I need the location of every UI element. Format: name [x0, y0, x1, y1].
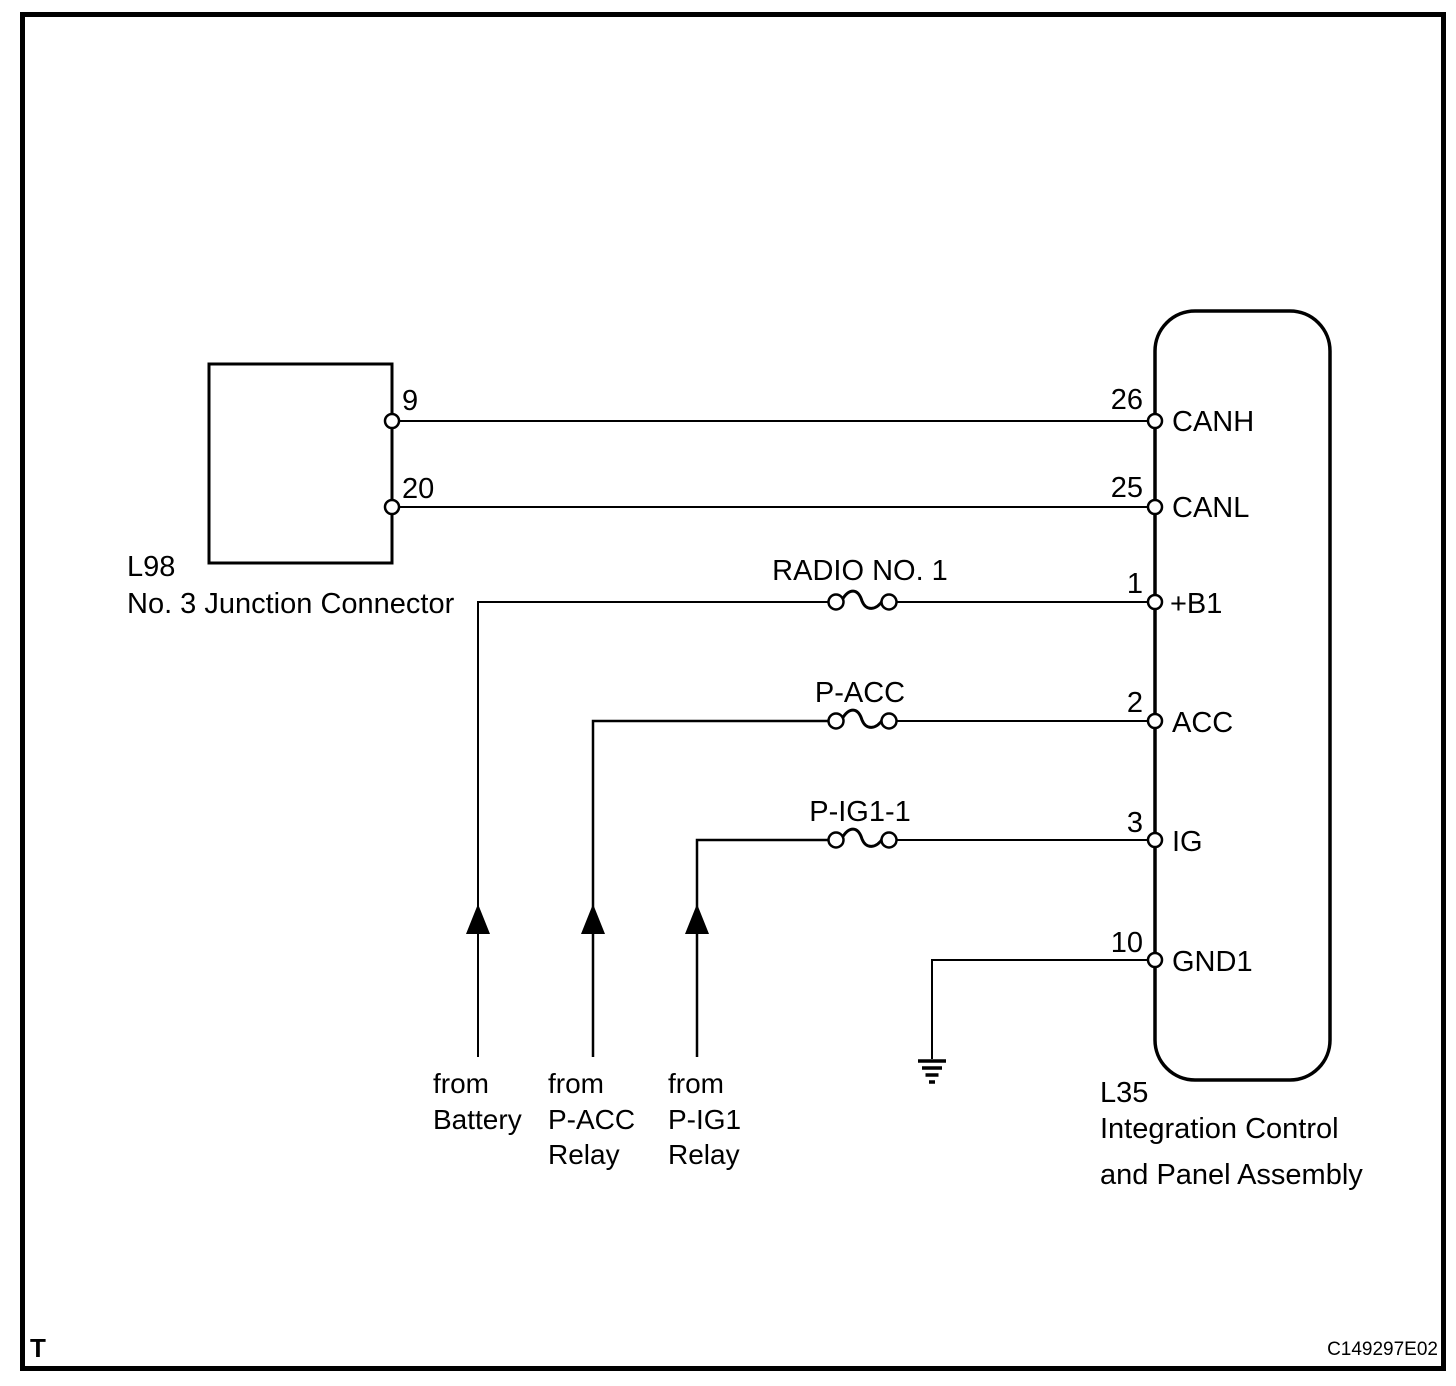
panel-pin-number-25: 25: [1111, 472, 1143, 504]
junction-pin-number-9: 9: [402, 385, 418, 417]
panel-pin-25-dot: [1146, 498, 1164, 516]
diagram-frame: [20, 12, 1446, 1371]
panel-pin-number-2: 2: [1127, 687, 1143, 719]
fuse-label-radio: RADIO NO. 1: [772, 555, 948, 587]
junction-pin-number-20: 20: [402, 473, 434, 505]
arrow-up-p-ig1-icon: [685, 904, 709, 934]
junction-pin-20-dot: [383, 498, 401, 516]
source-p-ig1-line2: P-IG1: [668, 1104, 741, 1135]
panel-pin-26-dot: [1146, 412, 1164, 430]
fuse-p-ig1-icon: [827, 827, 898, 849]
footer-marker: T: [30, 1333, 46, 1363]
source-p-acc-line3: Relay: [548, 1139, 620, 1170]
arrow-up-battery-icon: [466, 904, 490, 934]
source-p-ig1-line3: Relay: [668, 1139, 740, 1170]
wire-ig-left: [695, 838, 836, 1057]
junction-pin-9-dot: [383, 412, 401, 430]
panel-pin-2-dot: [1146, 712, 1164, 730]
wire-acc-left: [591, 719, 836, 1057]
integration-panel-name-line2: and Panel Assembly: [1100, 1159, 1363, 1191]
panel-pin-number-26: 26: [1111, 384, 1143, 416]
junction-connector-box: [207, 362, 394, 565]
fuse-label-p-ig1-1: P-IG1-1: [809, 796, 911, 828]
integration-panel-code: L35: [1100, 1077, 1148, 1109]
fuse-p-acc-icon: [827, 708, 898, 730]
junction-connector-name: No. 3 Junction Connector: [127, 588, 455, 620]
integration-panel-name-line1: Integration Control: [1100, 1113, 1339, 1145]
panel-pin-3-dot: [1146, 831, 1164, 849]
source-p-ig1-line1: from: [668, 1068, 724, 1099]
junction-connector-code: L98: [127, 551, 175, 583]
panel-pin-label-b1: +B1: [1170, 588, 1222, 620]
panel-pin-number-10: 10: [1111, 927, 1143, 959]
fuse-label-p-acc: P-ACC: [815, 677, 905, 709]
panel-pin-10-dot: [1146, 951, 1164, 969]
source-battery-line1: from: [433, 1068, 489, 1099]
panel-pin-1-dot: [1146, 593, 1164, 611]
panel-pin-number-3: 3: [1127, 807, 1143, 839]
ground-icon: [918, 1059, 946, 1084]
panel-pin-label-acc: ACC: [1172, 707, 1233, 739]
source-p-acc-line1: from: [548, 1068, 604, 1099]
arrow-up-p-acc-icon: [581, 904, 605, 934]
source-p-acc-line2: P-ACC: [548, 1104, 635, 1135]
panel-pin-label-gnd1: GND1: [1172, 946, 1253, 978]
source-battery-line2: Battery: [433, 1104, 522, 1135]
wire-b1-left: [477, 601, 836, 1057]
fuse-radio-icon: [827, 589, 898, 611]
panel-pin-label-canh: CANH: [1172, 406, 1254, 438]
panel-pin-label-ig: IG: [1172, 826, 1203, 858]
footer-doc-code: C149297E02: [1327, 1339, 1438, 1360]
panel-pin-label-canl: CANL: [1172, 492, 1249, 524]
panel-pin-number-1: 1: [1127, 568, 1143, 600]
wire-gnd: [931, 959, 1155, 1059]
integration-panel-outline: [1153, 309, 1332, 1082]
